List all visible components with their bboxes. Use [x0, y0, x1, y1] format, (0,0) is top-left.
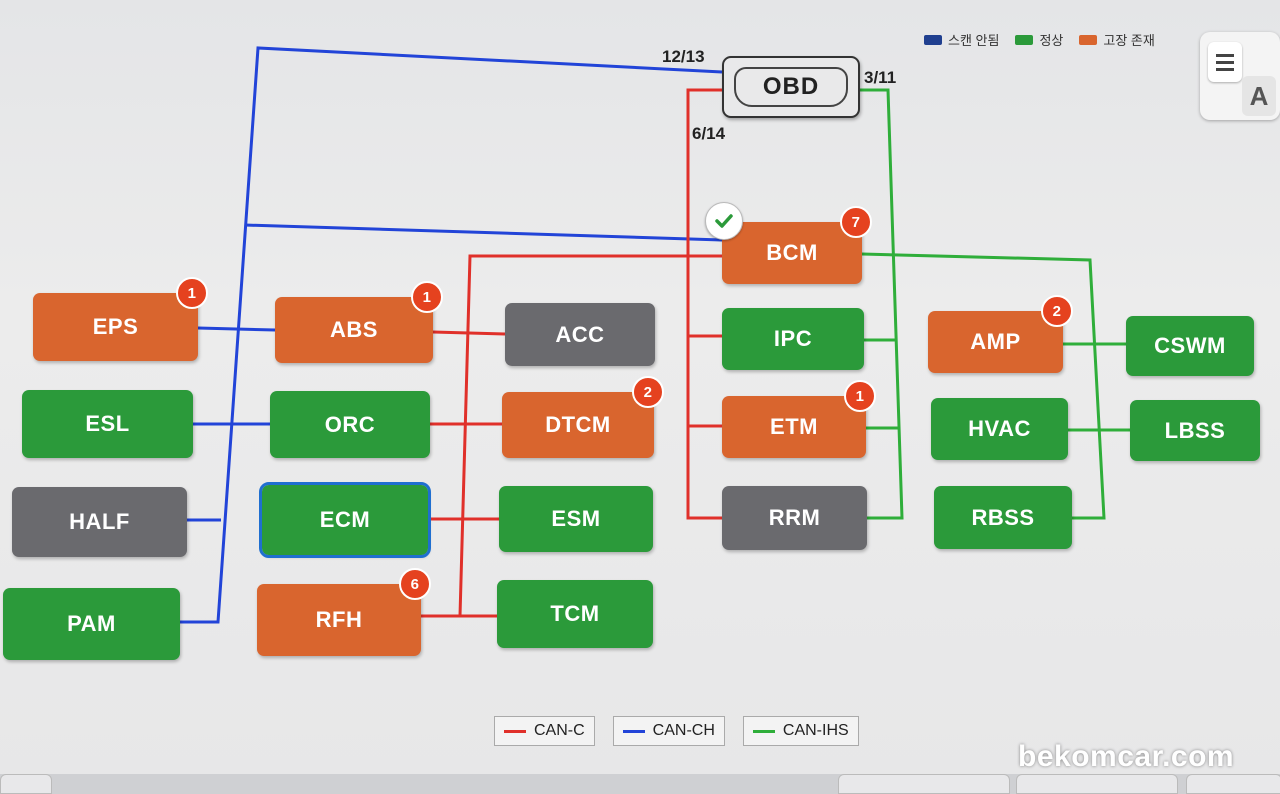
- module-label: DTCM: [545, 412, 611, 437]
- legend-normal: 정상: [1015, 30, 1063, 49]
- fault-count-badge: 6: [399, 568, 431, 600]
- obd-connector[interactable]: OBD: [722, 56, 860, 118]
- bottom-tab[interactable]: [838, 774, 1010, 794]
- module-rrm[interactable]: RRM: [722, 486, 867, 550]
- module-ecm[interactable]: ECM: [259, 482, 431, 558]
- module-label: AMP: [970, 329, 1021, 354]
- legend-label: 정상: [1039, 33, 1064, 48]
- fault-count-badge: 1: [844, 380, 876, 412]
- module-label: RFH: [315, 607, 363, 632]
- obd-label: OBD: [734, 67, 848, 107]
- module-label: ECM: [319, 507, 371, 532]
- bottom-tab[interactable]: [0, 774, 52, 794]
- module-label: HALF: [69, 509, 130, 534]
- legend-can-ihs: CAN-IHS: [742, 716, 859, 746]
- fault-count-badge: 7: [840, 206, 872, 238]
- bottom-bar: [0, 774, 1280, 794]
- module-label: IPC: [773, 326, 813, 351]
- module-label: CSWM: [1154, 333, 1226, 358]
- obd-port-right: 3/11: [864, 68, 897, 87]
- module-pam[interactable]: PAM: [3, 588, 180, 660]
- module-cswm[interactable]: CSWM: [1126, 316, 1254, 376]
- translate-letter-icon: A: [1242, 76, 1276, 116]
- legend-fault: 고장 존재: [1079, 30, 1155, 49]
- legend-line: [504, 729, 526, 733]
- legend-can-ch: CAN-CH: [612, 716, 725, 746]
- module-label: BCM: [766, 240, 818, 265]
- module-label: ESM: [551, 506, 601, 531]
- module-esm[interactable]: ESM: [499, 486, 653, 552]
- module-label: ACC: [555, 321, 605, 347]
- module-dtcm[interactable]: DTCM 2: [502, 376, 664, 458]
- module-half[interactable]: HALF: [12, 487, 187, 557]
- fault-count-badge: 2: [1041, 295, 1073, 327]
- legend-swatch: [1015, 34, 1034, 45]
- legend-line: [752, 729, 775, 733]
- module-label: EPS: [92, 314, 139, 339]
- legend-label: 스캔 안됨: [948, 33, 1000, 48]
- watermark: bekomcar.com: [1018, 740, 1235, 773]
- module-label: ETM: [770, 414, 818, 439]
- module-amp[interactable]: AMP 2: [928, 295, 1073, 373]
- fault-count-badge: 1: [411, 281, 443, 313]
- module-label: RRM: [768, 505, 821, 530]
- legend-swatch: [1079, 34, 1098, 45]
- module-rfh[interactable]: RFH 6: [257, 568, 431, 656]
- fault-count-badge: 1: [176, 277, 208, 309]
- document-icon: [1208, 42, 1242, 82]
- legend-label: CAN-CH: [652, 722, 715, 739]
- module-ipc[interactable]: IPC: [722, 308, 864, 370]
- bottom-tab[interactable]: [1186, 774, 1280, 794]
- legend-label: CAN-IHS: [782, 722, 849, 739]
- module-esl[interactable]: ESL: [22, 390, 193, 458]
- module-label: LBSS: [1164, 417, 1226, 443]
- module-acc[interactable]: ACC: [505, 303, 655, 366]
- module-abs[interactable]: ABS 1: [275, 281, 443, 363]
- fault-count-badge: 2: [632, 376, 664, 408]
- translate-button[interactable]: A: [1200, 32, 1280, 120]
- legend-line: [622, 729, 645, 733]
- module-label: PAM: [67, 611, 116, 636]
- legend-swatch: [924, 34, 942, 45]
- status-legend: 스캔 안됨 정상 고장 존재: [924, 30, 1155, 49]
- legend-label: CAN-C: [534, 722, 585, 739]
- module-hvac[interactable]: HVAC: [931, 398, 1068, 460]
- module-label: ESL: [85, 411, 130, 436]
- module-eps[interactable]: EPS 1: [33, 277, 208, 361]
- module-label: RBSS: [971, 504, 1035, 530]
- legend-not-scanned: 스캔 안됨: [924, 30, 999, 49]
- obd-port-left: 12/13: [662, 47, 705, 66]
- legend-label: 고장 존재: [1103, 33, 1155, 48]
- obd-port-bottom: 6/14: [692, 124, 726, 143]
- module-rbss[interactable]: RBSS: [934, 486, 1072, 549]
- module-tcm[interactable]: TCM: [497, 580, 653, 648]
- check-icon: [705, 202, 743, 240]
- legend-can-c: CAN-C: [494, 716, 595, 746]
- module-lbss[interactable]: LBSS: [1130, 400, 1260, 461]
- module-label: HVAC: [968, 416, 1031, 441]
- bottom-tab[interactable]: [1016, 774, 1178, 794]
- module-label: TCM: [550, 601, 600, 626]
- module-etm[interactable]: ETM 1: [722, 380, 876, 458]
- module-orc[interactable]: ORC: [270, 391, 430, 458]
- module-bcm[interactable]: BCM 7: [722, 206, 872, 284]
- module-label: ORC: [324, 411, 376, 437]
- bus-legend: CAN-C CAN-CH CAN-IHS: [494, 716, 859, 746]
- module-label: ABS: [330, 317, 378, 342]
